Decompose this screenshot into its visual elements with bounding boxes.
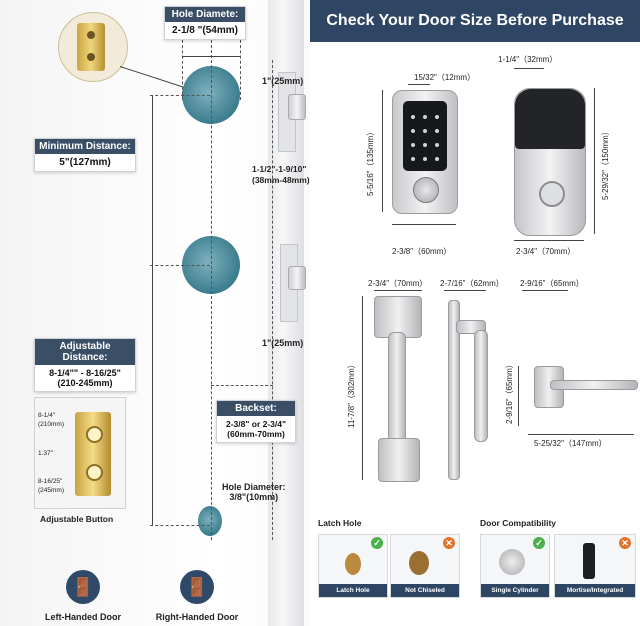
door-compat-ok-card: ✓ Single Cylinder [480, 534, 550, 598]
latch-hole-ok-caption: Latch Hole [319, 584, 387, 597]
min-distance-line [152, 95, 153, 265]
adjustable-distance-line [152, 265, 153, 525]
back-top-dim: 1-1/4"（32mm） [498, 55, 558, 64]
adjustable-distance-title: Adjustable Distance: [35, 339, 135, 365]
min-distance-value: 5"(127mm) [59, 157, 111, 168]
hole-left-guide [182, 40, 183, 100]
backset-value-2: (60mm-70mm) [227, 429, 285, 439]
latch-hole-ok-card: ✓ Latch Hole [318, 534, 388, 598]
hole-diameter-top-label: Hole Diamete: 2-1/8 "(54mm) [164, 6, 246, 40]
hole-diameter-bottom-label: Hole Diameter: 3/8"(10mm) [222, 482, 286, 502]
door-diagram: Hole Diamete: 2-1/8 "(54mm) Minimum Dist… [0, 0, 310, 626]
cross-icon: ✕ [443, 537, 455, 549]
backset-line [211, 385, 273, 386]
right-handed-door-caption: Right-Handed Door [155, 612, 239, 622]
lower-center-guide [150, 265, 210, 266]
door-thickness-1: 1-1/2"-1-9/10" [252, 164, 307, 174]
handle-grip [388, 332, 406, 444]
bottom-center-guide [150, 525, 210, 526]
left-handed-door-icon: 🚪 [66, 570, 100, 604]
handle-width-dim-1: 2-3/4"（70mm） [368, 279, 428, 288]
keypad-width-dim: 2-3/8"（60mm） [392, 247, 452, 256]
cross-icon: ✕ [619, 537, 631, 549]
adjustable-latch-plate [75, 412, 111, 496]
latch-hole-no-card: ✕ Not Chiseled [390, 534, 460, 598]
adj-dim-3: 8-16/25" [38, 478, 63, 485]
lever-height-dim: 2-9/16"（65mm） [505, 360, 514, 424]
keypad-height-dim: 5-5/16"（135mm） [366, 127, 375, 196]
hole-diameter-bottom-line1: Hole Diameter: [222, 482, 286, 492]
check-icon: ✓ [533, 537, 545, 549]
adjustable-distance-label: Adjustable Distance: 8-1/4"" - 8-16/25" … [34, 338, 136, 392]
backset-title: Backset: [217, 401, 295, 416]
latch-zoom-image [58, 12, 128, 82]
edge-dim-mid: 1"(25mm) [262, 338, 304, 348]
hole-right-guide [240, 40, 241, 100]
key-cylinder [413, 177, 439, 203]
back-width-dim: 2-3/4"（70mm） [516, 247, 576, 256]
check-icon: ✓ [371, 537, 383, 549]
handle-latch [288, 266, 306, 290]
keypad-front-image [392, 90, 458, 214]
door-compat-no-card: ✕ Mortise/Integrated [554, 534, 636, 598]
hole-diameter-line [182, 56, 240, 57]
handle-width-dim-2: 2-7/16"（62mm） [440, 279, 504, 288]
back-height-dim: 5-29/32"（150mm） [601, 127, 610, 200]
keypad-top-dim: 15/32"（12mm） [414, 73, 476, 82]
min-distance-label: Minimum Distance: 5"(127mm) [34, 138, 136, 172]
adjustable-distance-value-2: (210-245mm) [57, 378, 113, 388]
interior-unit-image [514, 88, 586, 236]
min-distance-title: Minimum Distance: [35, 139, 135, 154]
hole-diameter-top-title: Hole Diamete: [165, 7, 245, 22]
upper-center-guide [150, 95, 210, 96]
edge-dim-top: 1"(25mm) [262, 76, 304, 86]
adj-dim-3-mm: (245mm) [38, 487, 65, 494]
center-line [211, 40, 212, 540]
adjustable-distance-value-1: 8-1/4"" - 8-16/25" [49, 368, 121, 378]
adjustable-button-caption: Adjustable Button [40, 514, 114, 524]
edge-guide [272, 60, 273, 540]
latch-hole-no-caption: Not Chiseled [391, 584, 459, 597]
adjustable-latch-image [34, 397, 126, 509]
handle-bottom-plate [378, 438, 420, 482]
door-thickness-2: (38mm-48mm) [252, 175, 310, 185]
backset-label: Backset: 2-3/8" or 2-3/4" (60mm-70mm) [216, 400, 296, 443]
handle-top-plate [374, 296, 422, 338]
latch-hole-title: Latch Hole [318, 518, 362, 528]
page-title: Check Your Door Size Before Purchase [310, 0, 640, 42]
lever-width-dim: 2-9/16"（65mm） [520, 279, 584, 288]
door-compat-title: Door Compatibility [480, 518, 557, 528]
product-dimensions-panel: Check Your Door Size Before Purchase 15/… [310, 0, 640, 626]
deadbolt-latch [288, 94, 306, 120]
handle-side-view [448, 300, 460, 480]
door-compat-no-caption: Mortise/Integrated [555, 584, 635, 597]
left-handed-door-caption: Left-Handed Door [45, 612, 121, 622]
hole-diameter-top-value: 2-1/8 "(54mm) [172, 25, 238, 36]
lever-arm [550, 380, 638, 390]
adj-dim-1-mm: (210mm) [38, 421, 65, 428]
lever-length-dim: 5-25/32"（147mm） [534, 439, 607, 448]
keypad-screen [403, 101, 447, 171]
handle-height-dim: 11-7/8"（302mm） [347, 360, 356, 428]
backset-value-1: 2-3/8" or 2-3/4" [225, 419, 287, 429]
screw-hole [198, 506, 222, 536]
thumb-turn [539, 181, 565, 207]
hole-diameter-bottom-line2: 3/8"(10mm) [229, 492, 279, 502]
right-handed-door-icon: 🚪 [180, 570, 214, 604]
adj-dim-2: 1.37" [38, 450, 53, 457]
door-compat-ok-caption: Single Cylinder [481, 584, 549, 597]
adj-dim-1: 8-1/4" [38, 412, 56, 419]
